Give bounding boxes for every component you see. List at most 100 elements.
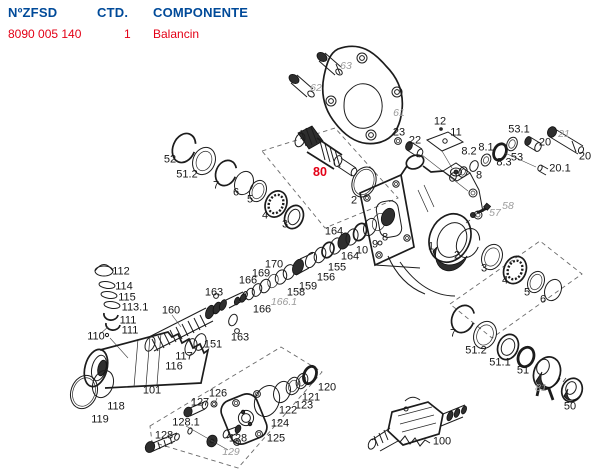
cover-125 (220, 364, 318, 446)
part-label-166: 166 (252, 303, 272, 316)
part-label-118: 118 (107, 400, 125, 413)
part-label-8: 8 (381, 231, 389, 244)
part-name: Balancin (153, 27, 200, 41)
part-label-112: 112 (112, 265, 130, 278)
part-label-8-1: 8.1 (478, 141, 494, 154)
part-label-123: 123 (294, 399, 314, 412)
cover-bolts (144, 397, 242, 453)
column-header-zfsd: NºZFSD (8, 5, 58, 20)
plate-11-12 (425, 127, 465, 169)
column-header-componente: COMPONENTE (153, 5, 249, 20)
valve-assembly-100 (367, 396, 467, 452)
part-label-20: 20 (578, 150, 592, 163)
part-label-113-1: 113.1 (121, 301, 149, 314)
part-label-159: 159 (298, 280, 318, 293)
part-label-53-1: 53.1 (508, 123, 530, 136)
nut-151 (228, 313, 238, 327)
part-label-5: 5 (246, 193, 254, 206)
right-ring-set-lower (450, 304, 584, 403)
part-label-115: 115 (118, 291, 136, 304)
part-label-3: 3 (281, 218, 289, 231)
part-label-11: 11 (450, 126, 462, 139)
part-label-166-1: 166.1 (270, 295, 298, 308)
ball-163-top (213, 293, 219, 299)
part-label-160: 160 (161, 304, 181, 317)
part-label-51-2: 51.2 (465, 344, 487, 357)
part-label-1: 1 (427, 240, 435, 253)
part-label-169: 169 (251, 267, 271, 280)
part-label-126: 126 (208, 387, 228, 400)
part-label-164: 164 (340, 250, 360, 263)
left-ring-set (171, 132, 305, 230)
ball-163-bottom (234, 328, 240, 334)
part-label-6: 6 (232, 186, 240, 199)
part-label-128: 128 (228, 432, 248, 445)
part-label-8-2: 8.2 (461, 145, 477, 158)
right-ring-set-upper (455, 227, 562, 302)
part-qty: 1 (124, 27, 131, 41)
ring-53-1 (506, 136, 518, 152)
part-label-61: 61 (393, 106, 405, 119)
oring-53 (492, 142, 508, 162)
part-label-63: 63 (340, 59, 352, 72)
part-label-116: 116 (165, 360, 183, 373)
part-label-127: 127 (190, 396, 210, 409)
part-label-51-2: 51.2 (176, 168, 198, 181)
part-label-6: 6 (539, 293, 547, 306)
ring-23 (394, 137, 402, 145)
sleeve-20 (524, 136, 542, 152)
part-label-2: 2 (350, 194, 358, 207)
part-label-121: 121 (301, 391, 321, 404)
part-label-4: 4 (501, 274, 509, 287)
part-label-8-3: 8.3 (496, 156, 512, 169)
part-label-3: 3 (480, 262, 488, 275)
part-label-120: 120 (317, 381, 337, 394)
bolt-21-20 (547, 126, 585, 155)
part-label-4: 4 (261, 209, 269, 222)
part-label-62: 62 (310, 81, 322, 94)
piston-101 (69, 331, 210, 410)
part-number: 8090 005 140 (8, 27, 82, 41)
part-label-110: 110 (87, 330, 105, 343)
bracket-61 (321, 45, 404, 145)
bolt-63 (316, 51, 343, 76)
part-label-163: 163 (204, 286, 224, 299)
column-header-ctd: CTD. (97, 5, 129, 20)
part-label-50: 50 (563, 400, 577, 413)
part-label-80: 80 (313, 164, 327, 179)
part-label-51-1: 51.1 (489, 356, 511, 369)
part-label-53: 53 (510, 151, 524, 164)
part-label-7: 7 (212, 179, 220, 192)
part-label-2: 2 (453, 249, 461, 262)
part-label-23: 23 (392, 126, 406, 139)
part-label-81: 81 (535, 381, 547, 394)
part-label-117: 117 (175, 350, 193, 363)
part-label-51: 51 (516, 364, 530, 377)
part-label-125: 125 (266, 432, 286, 445)
pin-20-1 (504, 152, 549, 176)
part-label-52: 52 (163, 153, 177, 166)
bolt-62 (288, 73, 315, 98)
part-label-119: 119 (91, 413, 109, 426)
seal-chain (233, 207, 396, 306)
part-label-20: 20 (538, 136, 552, 149)
dashed-box-cover-group (149, 346, 323, 469)
part-label-114: 114 (115, 280, 133, 293)
part-label-170: 170 (264, 258, 284, 271)
part-label-57: 57 (489, 206, 501, 219)
part-label-10: 10 (355, 244, 369, 257)
part-label-21: 21 (558, 127, 570, 140)
part-label-122: 122 (278, 404, 298, 417)
part-label-158: 158 (286, 286, 306, 299)
part-label-58: 58 (502, 199, 514, 212)
part-label-156: 156 (316, 271, 336, 284)
worm-shaft-160 (144, 291, 248, 352)
part-label-111: 111 (119, 314, 137, 327)
part-label-20-1: 20.1 (549, 162, 571, 175)
part-label-128-1: 128.1 (172, 416, 200, 429)
bushing-22 (405, 141, 469, 192)
part-label-12: 12 (433, 115, 447, 128)
part-label-151: 151 (203, 338, 223, 351)
